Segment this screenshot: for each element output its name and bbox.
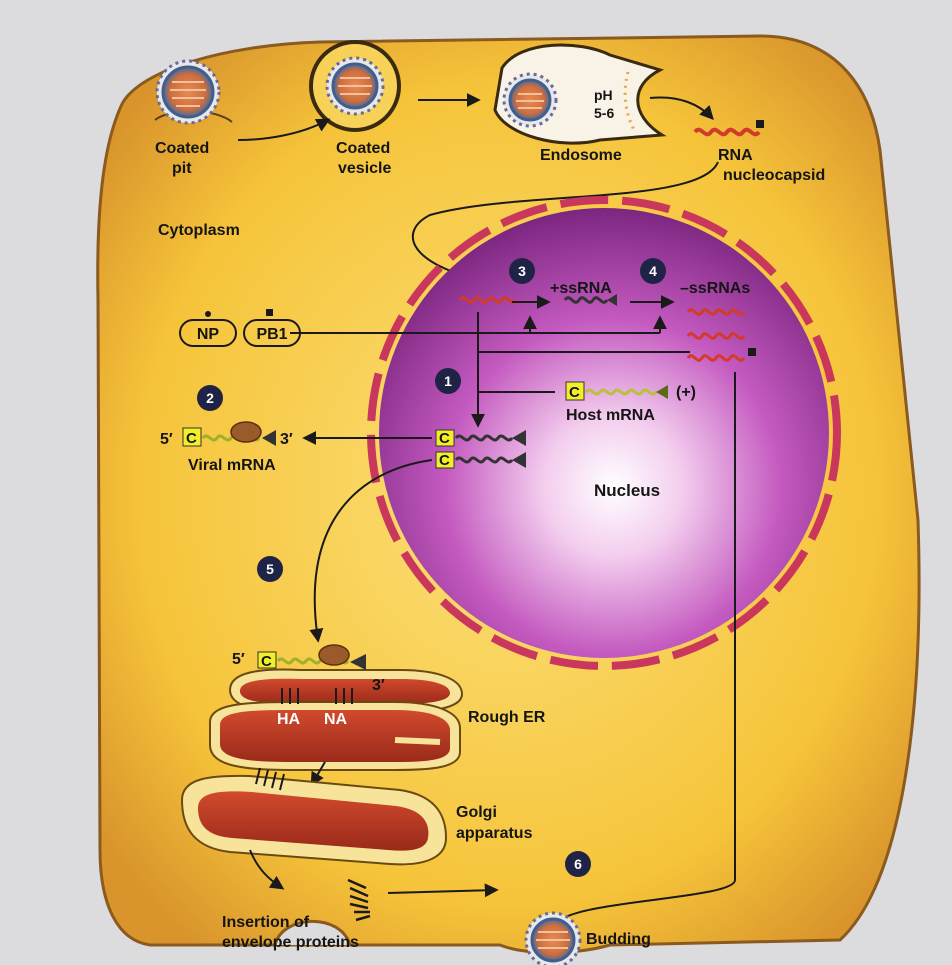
five-prime-label: 5′ [160, 431, 173, 448]
coated-vesicle [311, 42, 399, 130]
step-3-badge: 3 [509, 258, 535, 284]
step-5-label: 5 [266, 561, 274, 577]
host-mrna-label: Host mRNA [566, 407, 655, 424]
coated-vesicle-label-1: Coated [336, 140, 390, 157]
insertion-label-1: Insertion of [222, 914, 310, 931]
three-prime-label: 3′ [280, 431, 293, 448]
cytoplasm-label: Cytoplasm [158, 222, 240, 239]
er-mrna-cap-letter: C [261, 653, 272, 670]
step-6-badge: 6 [565, 851, 591, 877]
ph-label-1: pH [594, 87, 613, 103]
coated-pit-label-1: Coated [155, 140, 209, 157]
rna-nucleocapsid-label-1: RNA [718, 147, 753, 164]
viral-mrna-cap-letter-1: C [439, 430, 450, 447]
ribosome-icon [231, 422, 261, 442]
budding-virion [526, 913, 580, 965]
golgi-label-2: apparatus [456, 825, 533, 842]
polymerase-icon-2 [748, 348, 756, 356]
er-three-prime-label: 3′ [372, 677, 385, 694]
plus-ssrna-label: +ssRNA [550, 280, 612, 297]
golgi-label-1: Golgi [456, 804, 497, 821]
coated-vesicle-label-2: vesicle [338, 160, 391, 177]
rough-er-label: Rough ER [468, 709, 546, 726]
step-1-badge: 1 [435, 368, 461, 394]
ha-label: HA [277, 711, 301, 728]
coated-pit-label-2: pit [172, 160, 192, 177]
step-2-badge: 2 [197, 385, 223, 411]
nucleus-label: Nucleus [594, 481, 660, 500]
step-4-badge: 4 [640, 258, 666, 284]
pb1-label: PB1 [256, 326, 287, 343]
minus-ssrnas-label: –ssRNAs [680, 280, 750, 297]
polymerase-icon [756, 120, 764, 128]
cyto-mrna-cap-letter: C [186, 430, 197, 447]
step-2-label: 2 [206, 390, 214, 406]
rna-nucleocapsid-label-2: nucleocapsid [723, 167, 825, 184]
ph-label-2: 5-6 [594, 105, 614, 121]
viral-mrna-label: Viral mRNA [188, 457, 276, 474]
step-6-label: 6 [574, 856, 582, 872]
step-5-badge: 5 [257, 556, 283, 582]
step-1-label: 1 [444, 373, 452, 389]
step-4-label: 4 [649, 263, 657, 279]
np-label: NP [197, 326, 220, 343]
er-ribosome-icon [319, 645, 349, 665]
host-mrna-sign: (+) [676, 384, 696, 401]
virion-coated-pit [157, 61, 219, 123]
endosome-label: Endosome [540, 147, 622, 164]
host-mrna-cap-letter: C [569, 384, 580, 401]
viral-mrna-cap-letter-2: C [439, 452, 450, 469]
er-five-prime-label: 5′ [232, 651, 245, 668]
step-3-label: 3 [518, 263, 526, 279]
na-label: NA [324, 711, 348, 728]
budding-label: Budding [586, 931, 651, 948]
insertion-label-2: envelope proteins [222, 934, 359, 951]
